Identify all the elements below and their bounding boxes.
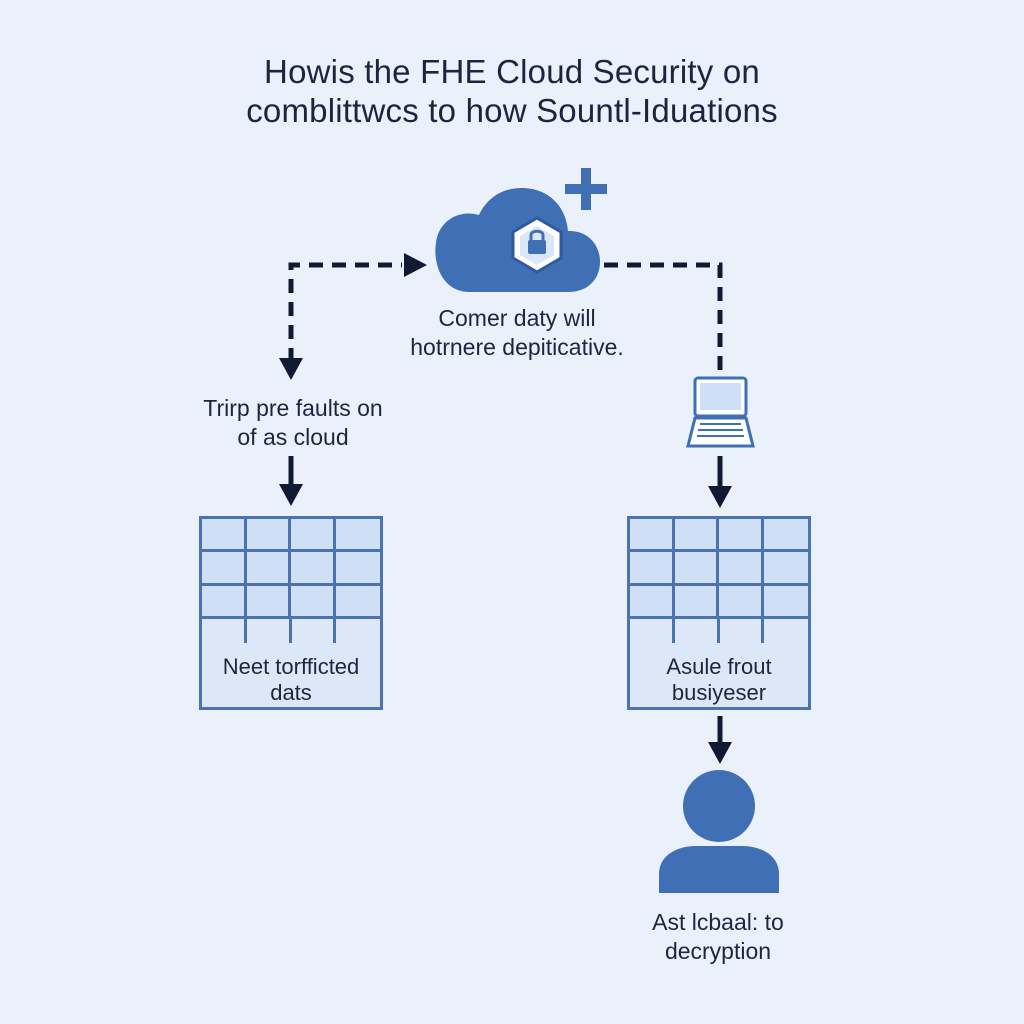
- right-data-table: Asule frout busiyeser: [627, 516, 811, 710]
- arrowhead-into-cloud: [404, 253, 427, 277]
- right-table-caption-line-2: busiyeser: [671, 680, 767, 705]
- title-line-1: Howis the FHE Cloud Security on: [264, 53, 760, 90]
- dashed-line-cloud-to-laptop: [604, 262, 723, 372]
- cloud-lock-icon: [435, 188, 600, 292]
- user-caption: Ast lcbaal: to decryption: [600, 908, 836, 966]
- cloud-caption-line-1: Comer daty will: [438, 305, 596, 331]
- right-table-grid: [630, 519, 808, 619]
- left-step-caption: Trirp pre faults on of as cloud: [176, 394, 410, 452]
- laptop-icon: [686, 376, 755, 448]
- right-table-body: Asule frout busiyeser: [630, 619, 808, 707]
- left-step-caption-line-1: Trirp pre faults on: [203, 395, 383, 421]
- left-table-caption-line-1: Neet torfficted: [222, 654, 360, 679]
- arrowhead-user: [708, 742, 732, 764]
- right-table-caption-line-1: Asule frout: [666, 654, 772, 679]
- right-table-caption: Asule frout busiyeser: [630, 654, 808, 706]
- arrowhead-left-table: [279, 484, 303, 506]
- left-table-caption-line-2: dats: [270, 680, 312, 705]
- plus-icon: [565, 168, 607, 210]
- dashed-arrow-left-to-cloud: [288, 262, 402, 362]
- arrowhead-down-left-step: [279, 358, 303, 380]
- left-table-grid: [202, 519, 380, 619]
- user-icon: [659, 770, 779, 893]
- left-data-table: Neet torfficted dats: [199, 516, 383, 710]
- title-line-2: comblittwcs to how Sountl-Iduations: [246, 92, 778, 129]
- user-caption-line-1: Ast lcbaal: to: [652, 909, 784, 935]
- arrowhead-right-table: [708, 486, 732, 508]
- left-table-body: Neet torfficted dats: [202, 619, 380, 707]
- left-step-caption-line-2: of as cloud: [237, 424, 349, 450]
- cloud-caption: Comer daty will hotrnere depiticative.: [382, 304, 652, 362]
- cloud-caption-line-2: hotrnere depiticative.: [410, 334, 624, 360]
- diagram-title: Howis the FHE Cloud Security on comblitt…: [0, 52, 1024, 130]
- user-caption-line-2: decryption: [664, 938, 772, 964]
- left-table-caption: Neet torfficted dats: [202, 654, 380, 706]
